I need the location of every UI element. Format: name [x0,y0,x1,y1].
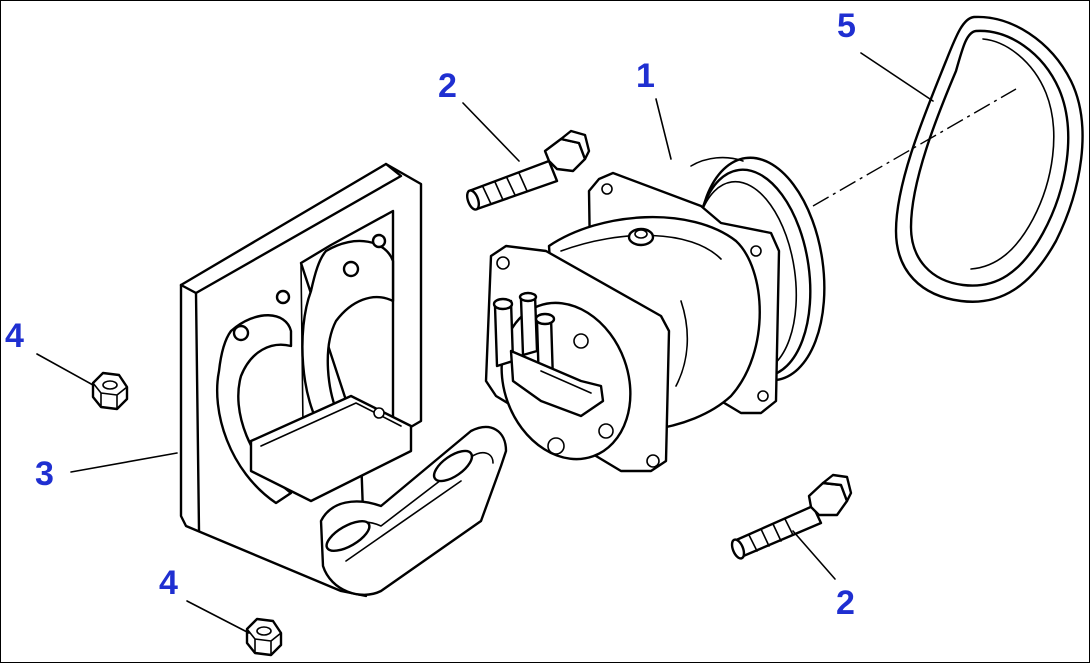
leader-line-5 [860,52,934,102]
callout-4-nut-upper: 4 [5,317,24,355]
callout-2-bolt-lower: 2 [836,584,855,622]
leader-line-1 [655,98,672,160]
leader-line-4-lower [186,600,250,634]
callout-5-belt: 5 [837,7,856,45]
nut-upper [91,371,129,411]
leader-line-2-lower [792,530,836,580]
mounting-bracket [179,162,508,598]
bolt-upper [465,129,591,211]
leader-line-2-upper [462,102,520,162]
callout-3-bracket: 3 [35,455,54,493]
compressor [484,156,826,473]
nut-lower [245,617,283,657]
callout-4-nut-lower: 4 [159,564,178,602]
center-axis-line [812,88,1017,207]
leader-line-4-upper [36,353,94,386]
v-belt [894,15,1084,303]
bolt-lower [730,473,853,560]
callout-1-compressor: 1 [636,57,655,95]
leader-line-3 [70,452,178,473]
callout-2-bolt-upper: 2 [438,67,457,105]
